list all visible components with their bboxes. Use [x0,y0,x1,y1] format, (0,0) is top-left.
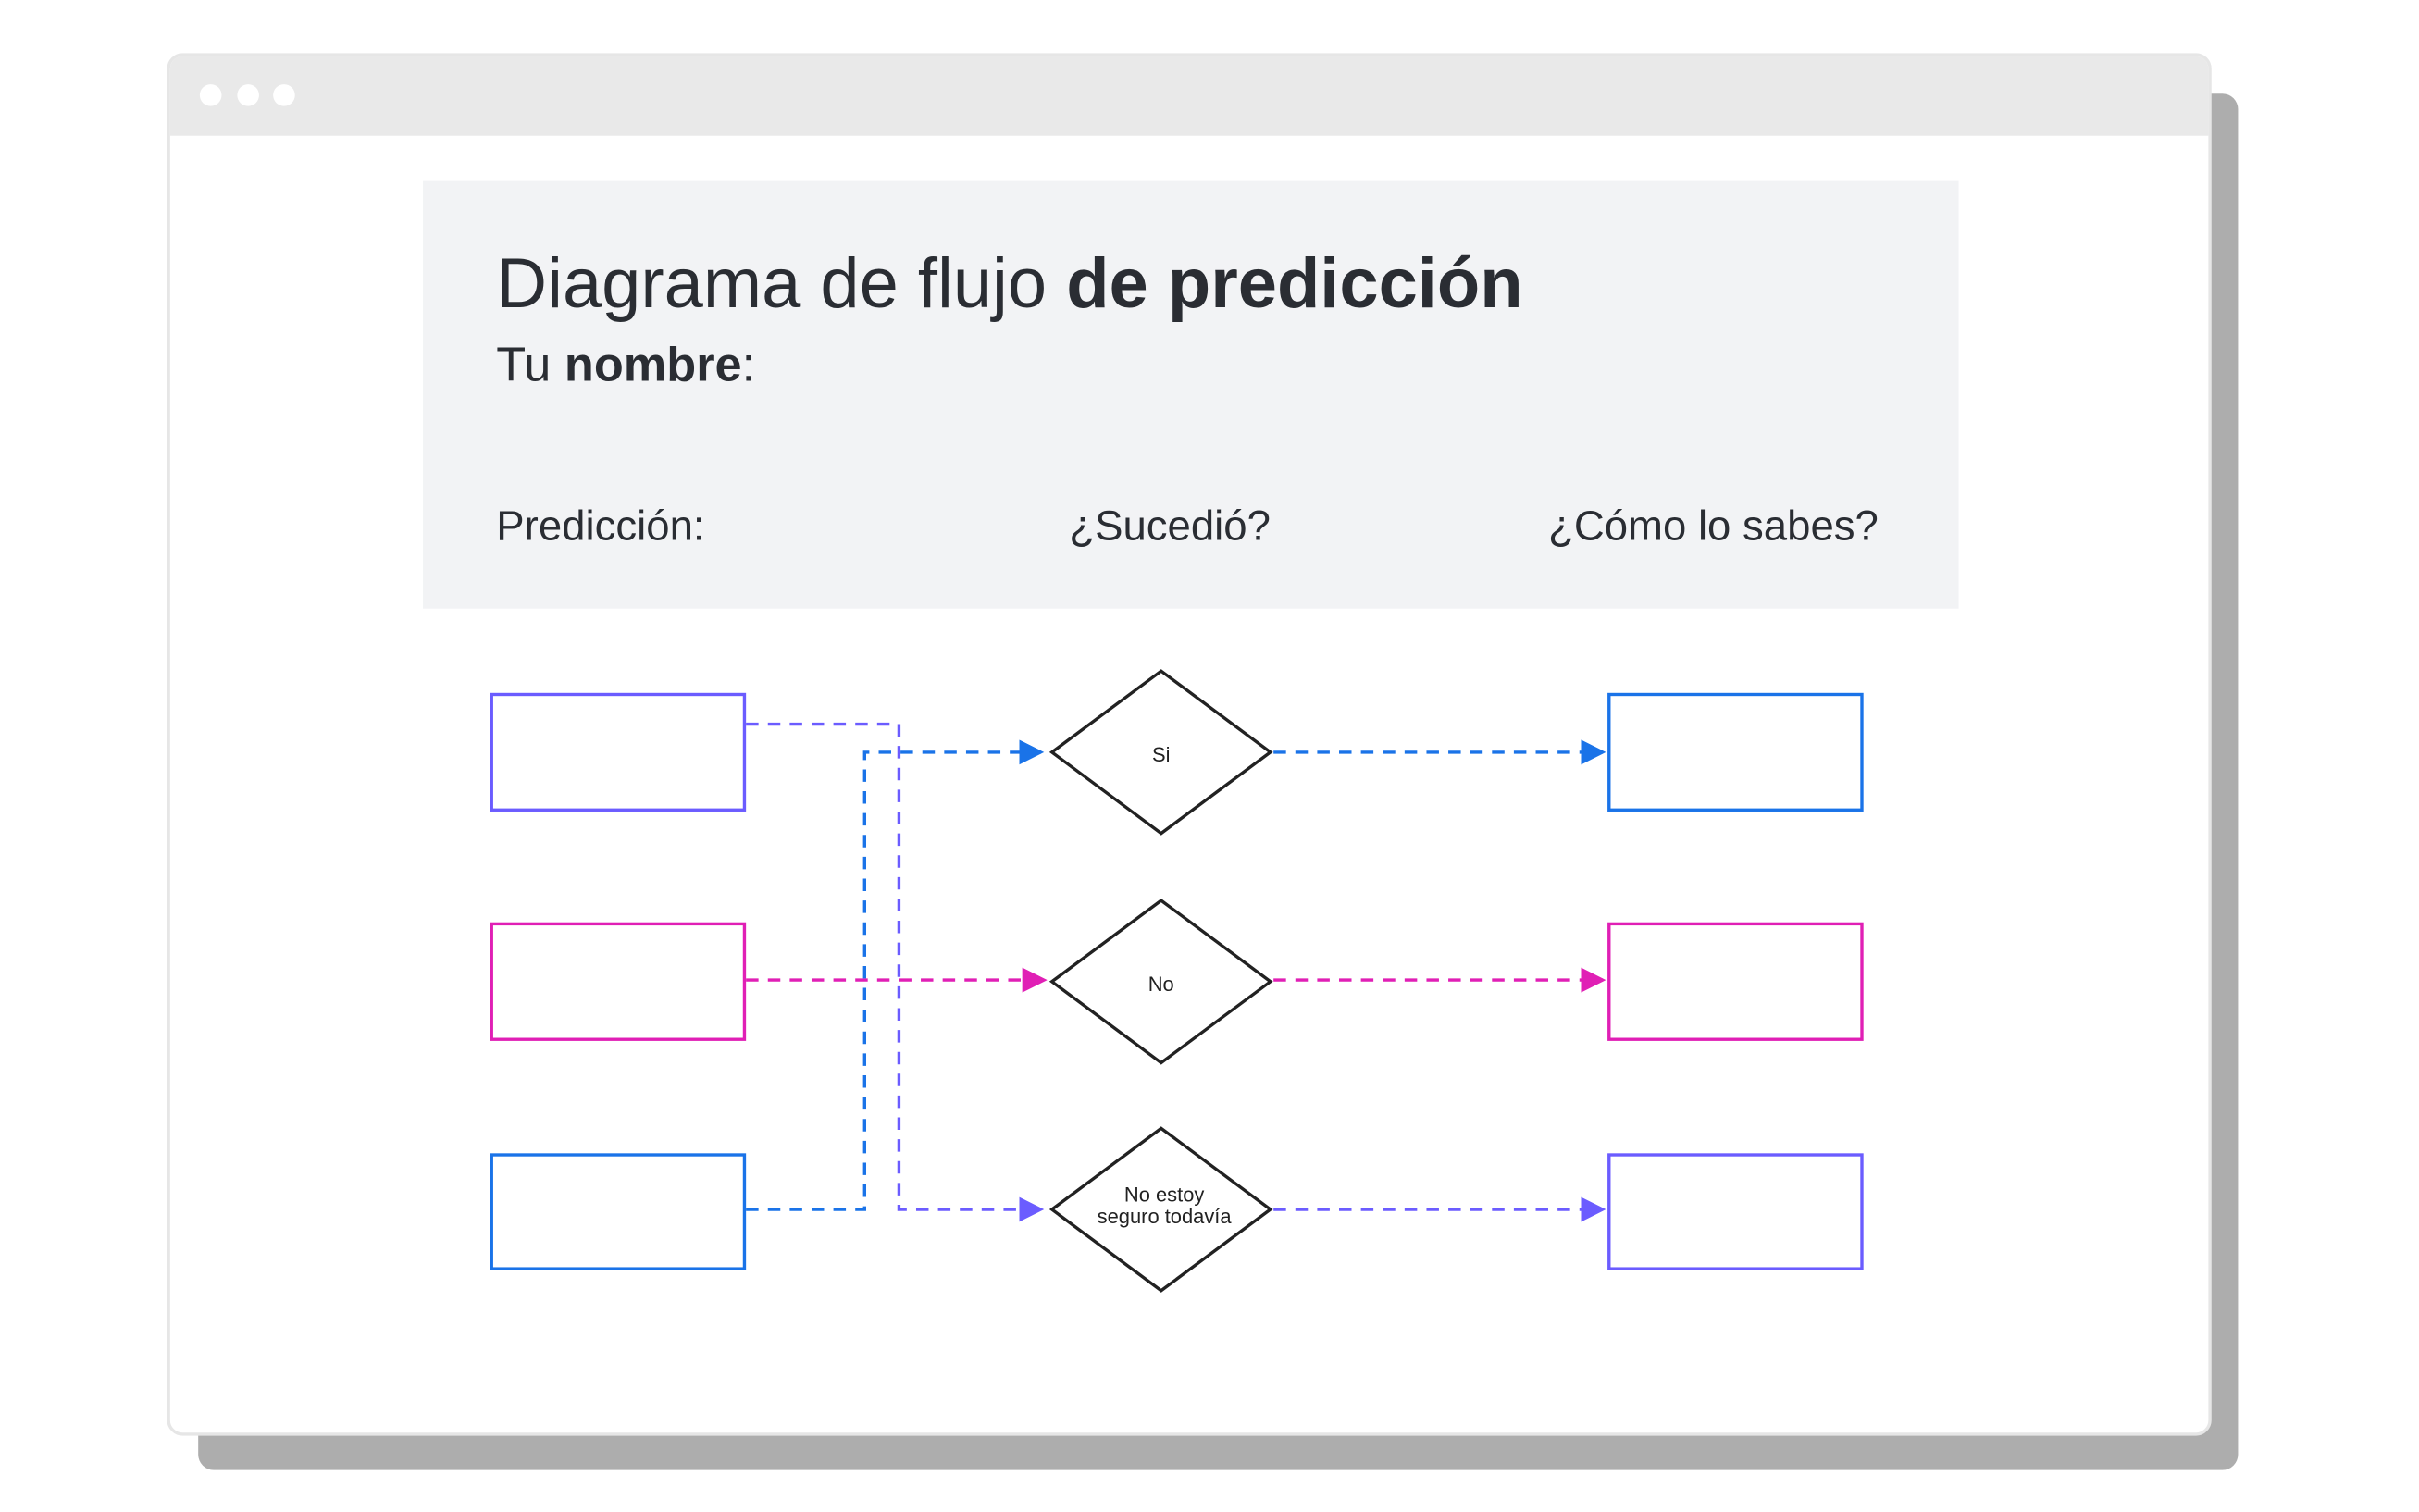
minimize-dot-icon[interactable] [237,84,259,106]
prediction-box-3[interactable] [490,1153,747,1270]
name-label: Tu nombre: [496,337,755,393]
column-prediction: Predicción: [496,502,705,550]
name-regular: Tu [496,337,564,392]
prediction-box-1[interactable] [490,692,747,812]
connector-purple-to-unsure [746,722,1045,1222]
decision-yes [1048,669,1273,836]
decision-no-label: No [1148,973,1174,996]
answer-box-no[interactable] [1607,922,1864,1041]
page-title: Diagrama de flujo de predicción [496,243,1522,325]
decision-yes-label: Si [1152,743,1170,766]
connector-blue-to-yes [746,739,1045,1211]
column-how-know: ¿Cómo lo sabes? [1548,502,1879,550]
decision-unsure-label-1: No estoy [1124,1184,1204,1207]
decision-no [1048,899,1273,1065]
decision-unsure [1048,1126,1273,1293]
header-panel: Diagrama de flujo de predicción Tu nombr… [423,180,1959,609]
title-bar [169,56,2209,136]
name-colon: : [741,337,756,392]
close-dot-icon[interactable] [199,84,222,106]
answer-box-yes[interactable] [1607,692,1864,812]
prediction-box-2[interactable] [490,922,747,1041]
answer-box-unsure[interactable] [1607,1153,1864,1270]
title-bold: de predicción [1066,243,1523,324]
title-regular: Diagrama de flujo [496,243,1067,324]
maximize-dot-icon[interactable] [273,84,295,106]
name-bold: nombre [564,337,742,392]
column-happened: ¿Sucedió? [1069,502,1271,550]
decision-unsure-label-2: seguro todavía [1098,1205,1233,1228]
